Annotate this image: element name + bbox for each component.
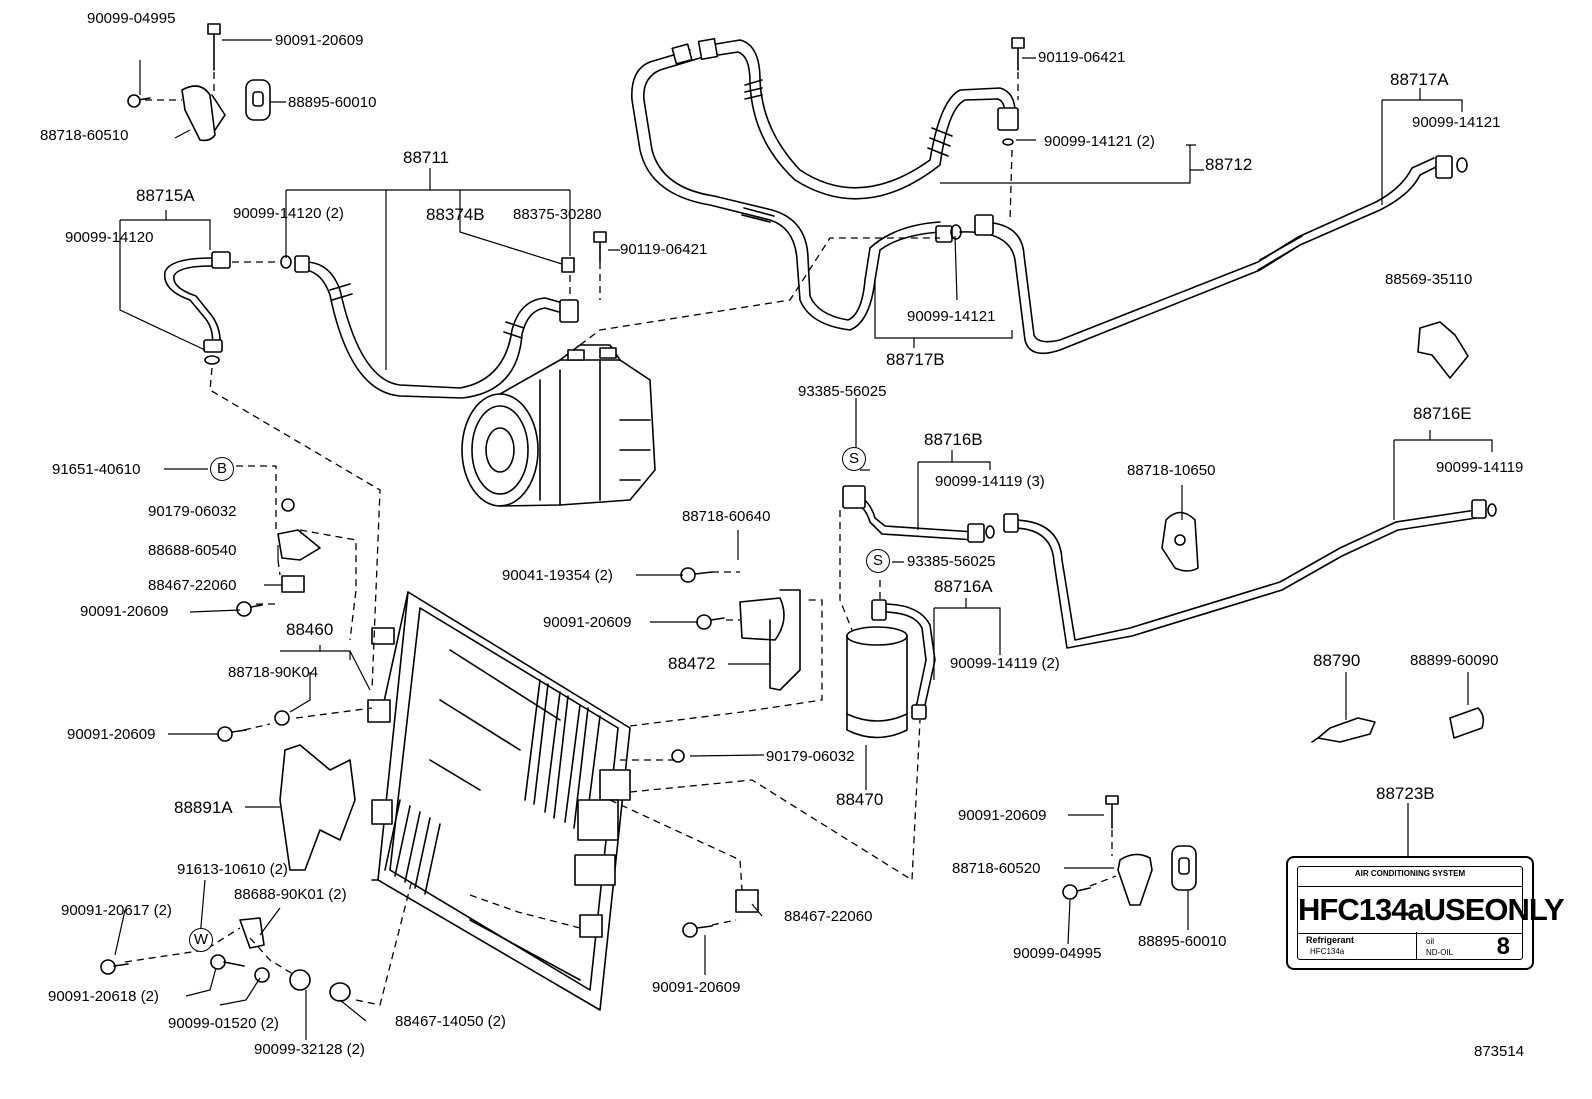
part-label: 88467-14050 (2)	[395, 1013, 506, 1030]
part-label: 91613-10610 (2)	[177, 861, 288, 878]
part-label: 90099-14119 (3)	[935, 473, 1045, 490]
part-label: 88895-60010	[288, 94, 377, 111]
part-label: 88717B	[886, 350, 945, 369]
part-label: 88718-60510	[40, 127, 129, 144]
part-label: 88716B	[924, 430, 983, 449]
part-label: 88712	[1205, 155, 1253, 174]
part-label: 93385-56025	[907, 553, 996, 570]
part-label: 90099-14120 (2)	[233, 205, 344, 222]
plate-header: AIR CONDITIONING SYSTEM	[1354, 869, 1466, 878]
part-label: 90091-20609	[67, 726, 156, 743]
part-label: 93385-56025	[798, 383, 887, 400]
part-label: 88899-60090	[1410, 652, 1499, 669]
part-label: 88688-90K01 (2)	[234, 886, 347, 903]
plate-number: 8	[1496, 933, 1510, 960]
part-label: 88895-60010	[1138, 933, 1227, 950]
caution-label-plate: AIR CONDITIONING SYSTEM HFC134aUSEONLY R…	[1286, 856, 1565, 970]
part-label: 90041-19354 (2)	[502, 567, 613, 584]
label-plate-inner: AIR CONDITIONING SYSTEM HFC134aUSEONLY R…	[1297, 866, 1565, 960]
part-label: 88718-10650	[1127, 462, 1216, 479]
part-label: 90099-14119	[1436, 459, 1524, 476]
plate-oil-value: ND-OIL	[1426, 948, 1454, 957]
part-label: 88569-35110	[1385, 271, 1473, 288]
part-label: 90091-20609	[543, 614, 632, 631]
plate-main-text: HFC134aUSEONLY	[1298, 886, 1565, 934]
figure-id: 873514	[1474, 1043, 1525, 1060]
symbol-s: S	[866, 549, 890, 573]
part-label: 90119-06421	[620, 241, 708, 258]
part-label: 90099-14119 (2)	[950, 655, 1060, 672]
part-label: 90099-14120	[65, 229, 154, 246]
part-label: 88460	[286, 620, 334, 639]
part-label: 90179-06032	[148, 503, 237, 520]
plate-refrigerant-value: HFC134a	[1310, 947, 1345, 956]
symbol-w: W	[189, 928, 213, 952]
plate-refrigerant-label: Refrigerant	[1306, 935, 1355, 945]
part-label: 90099-14121 (2)	[1044, 133, 1155, 150]
part-label: 88717A	[1390, 70, 1449, 89]
part-label: 90099-01520 (2)	[168, 1015, 279, 1032]
part-label: 90091-20609	[275, 32, 364, 49]
part-label: 90091-20618 (2)	[48, 988, 159, 1005]
part-label: 88718-90K04	[228, 664, 319, 681]
part-label: 90091-20609	[652, 979, 741, 996]
part-label: 88716E	[1413, 404, 1472, 423]
part-label: 90091-20609	[80, 603, 169, 620]
part-label: 90091-20609	[958, 807, 1047, 824]
part-label: 90099-14121	[907, 308, 996, 325]
part-label: 88470	[836, 790, 884, 809]
part-label: 88718-60520	[952, 860, 1041, 877]
part-label: 88374B	[426, 205, 485, 224]
part-label: 88790	[1313, 651, 1361, 670]
part-label: 88723B	[1376, 784, 1435, 803]
part-label: 88715A	[136, 186, 195, 205]
part-label: 90119-06421	[1038, 49, 1126, 66]
part-label: 88467-22060	[148, 577, 237, 594]
part-label: 90099-04995	[1013, 945, 1102, 962]
plate-divider	[1416, 932, 1417, 959]
symbol-s: S	[842, 447, 866, 471]
part-label: 90099-14121	[1412, 114, 1501, 131]
part-label: 88467-22060	[784, 908, 873, 925]
part-label: 90099-04995	[87, 10, 176, 27]
part-label: 88375-30280	[513, 206, 602, 223]
part-label: 88711	[403, 148, 450, 167]
part-label: 88891A	[174, 798, 233, 817]
part-label: 88472	[668, 654, 716, 673]
part-label: 90179-06032	[766, 748, 855, 765]
part-label: 90099-32128 (2)	[254, 1041, 365, 1058]
part-label: 88688-60540	[148, 542, 237, 559]
plate-oil-label: oil	[1426, 937, 1435, 946]
part-label: 90091-20617 (2)	[61, 902, 172, 919]
part-label: 88716A	[934, 577, 993, 596]
part-label: 88718-60640	[682, 508, 771, 525]
symbol-b: B	[210, 457, 234, 481]
part-label: 91651-40610	[52, 461, 141, 478]
